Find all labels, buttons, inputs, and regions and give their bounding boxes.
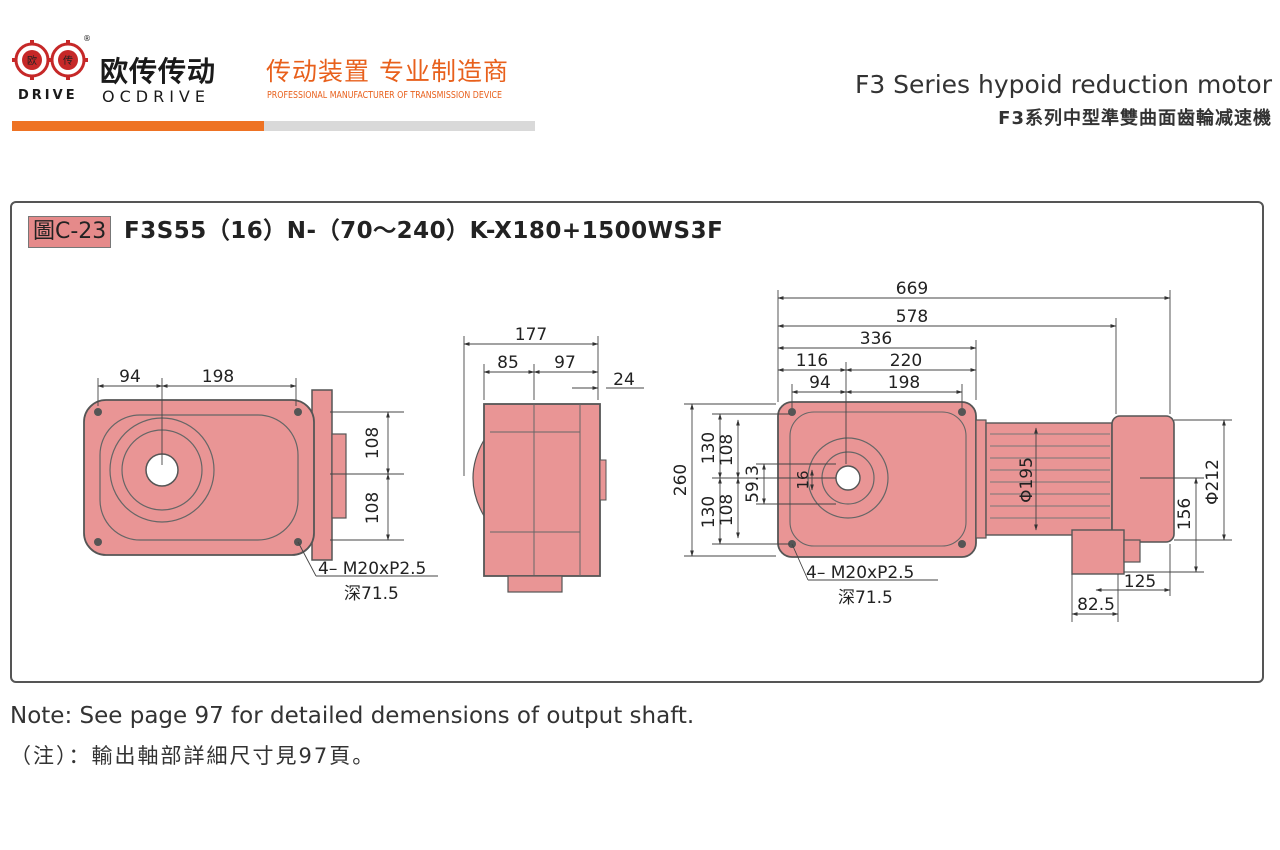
- front-view: [83, 389, 347, 561]
- header-bar-orange: [12, 121, 264, 131]
- series-title-cn: F3系列中型準雙曲面齒輪减速機: [998, 108, 1272, 129]
- gear-logo-icon: 欧 传 ®: [12, 34, 90, 80]
- dim-94: 94: [119, 367, 141, 387]
- brand-name-en: OCDRIVE: [102, 87, 210, 106]
- dim-669: 669: [896, 279, 928, 299]
- brand-name-cn: 欧传传动: [100, 55, 217, 88]
- brand-drive-label: DRIVE: [18, 88, 78, 103]
- series-title-en: F3 Series hypoid reduction motor: [854, 70, 1272, 99]
- figure-tag: 圖C-23: [28, 216, 112, 248]
- dim-156: 156: [1175, 498, 1195, 530]
- dim-220: 220: [890, 351, 922, 371]
- dim-16: 16: [794, 470, 812, 489]
- thread-spec-motor: 4– M20xP2.5: [806, 563, 914, 583]
- dim-336: 336: [860, 329, 892, 349]
- note-en: Note: See page 97 for detailed demension…: [10, 703, 695, 729]
- dim-198: 198: [202, 367, 234, 387]
- motor-view-dimensions: [684, 290, 1232, 622]
- dim-85: 85: [497, 353, 519, 373]
- dim-578: 578: [896, 307, 928, 327]
- header-bar-grey: [264, 121, 535, 131]
- note-cn: （注）：輸出軸部詳細尺寸見97頁。: [10, 744, 376, 768]
- dim-198-motor: 198: [888, 373, 920, 393]
- front-view-dimensions: [97, 378, 438, 577]
- dim-phi-195: Φ195: [1017, 457, 1037, 503]
- dim-108-top-motor: 108: [717, 434, 737, 466]
- thread-depth-motor: 深71.5: [838, 588, 893, 608]
- dim-177: 177: [515, 325, 547, 345]
- dim-125: 125: [1124, 572, 1156, 592]
- side-view-dimensions: [463, 336, 644, 476]
- dim-phi-212: Φ212: [1203, 459, 1223, 505]
- dim-130-bottom: 130: [699, 496, 719, 528]
- logo-gear-left-text: 欧: [27, 55, 37, 67]
- dim-260: 260: [671, 464, 691, 496]
- dim-94-motor: 94: [809, 373, 831, 393]
- dim-97: 97: [554, 353, 576, 373]
- thread-spec: 4– M20xP2.5: [318, 559, 426, 579]
- model-code: F3S55（16）N-（70～240）K-X180+1500WS3F: [124, 218, 724, 244]
- dim-130-top: 130: [699, 432, 719, 464]
- dim-116: 116: [796, 351, 828, 371]
- dim-108-bottom: 108: [363, 492, 383, 524]
- side-view: [472, 403, 607, 593]
- dim-59-3: 59.3: [743, 465, 763, 503]
- slogan-cn: 传动装置 专业制造商: [266, 57, 509, 86]
- dim-24: 24: [613, 370, 635, 390]
- dim-108-top: 108: [363, 427, 383, 459]
- slogan-en: PROFESSIONAL MANUFACTURER OF TRANSMISSIO…: [267, 90, 503, 101]
- dim-108-bottom-motor: 108: [717, 494, 737, 526]
- logo-gear-right-text: 传: [63, 55, 73, 67]
- thread-depth: 深71.5: [344, 584, 399, 604]
- dim-82-5: 82.5: [1077, 595, 1115, 615]
- registered-mark: ®: [83, 34, 90, 43]
- motor-view: [777, 401, 1175, 575]
- figure-frame: [10, 201, 1264, 683]
